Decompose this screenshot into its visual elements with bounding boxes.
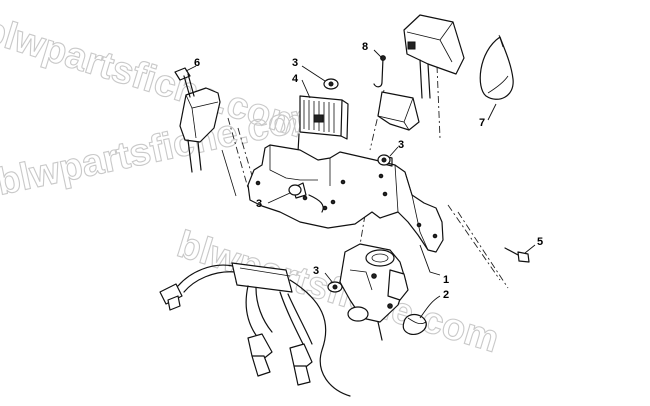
callout-1: 1 [443,274,449,286]
callout-6: 6 [194,57,200,69]
callout-3-bottom: 3 [313,265,319,277]
nut-3-right [377,154,391,166]
ignition-coil [179,87,221,173]
callout-4: 4 [292,73,299,85]
callout-3-right: 3 [398,139,404,151]
mount-block [377,91,420,131]
callout-2: 2 [443,289,449,301]
clip-fastener [373,55,386,88]
callout-8: 8 [362,41,368,53]
nut-3-bottom [327,281,343,293]
cdi-module [339,243,409,341]
upper-mount-bracket [403,14,465,99]
callout-5: 5 [537,236,543,248]
callout-7: 7 [479,117,485,129]
rubber-strap [402,313,427,335]
mounting-plate [247,144,444,253]
screw-5 [504,247,530,263]
leader-lines [185,49,536,319]
nut-3-top [323,78,339,90]
callout-labels: 1 2 3 3 3 3 4 5 6 7 8 [194,41,543,301]
cable-tie [479,34,514,100]
voltage-regulator [297,95,349,153]
wire-harness [159,262,351,397]
watermark-text-bottom: blwpartsfiche.com [172,223,503,361]
nut-3-left [288,184,302,196]
callout-3-top: 3 [292,57,298,69]
callout-3-left: 3 [256,198,262,210]
